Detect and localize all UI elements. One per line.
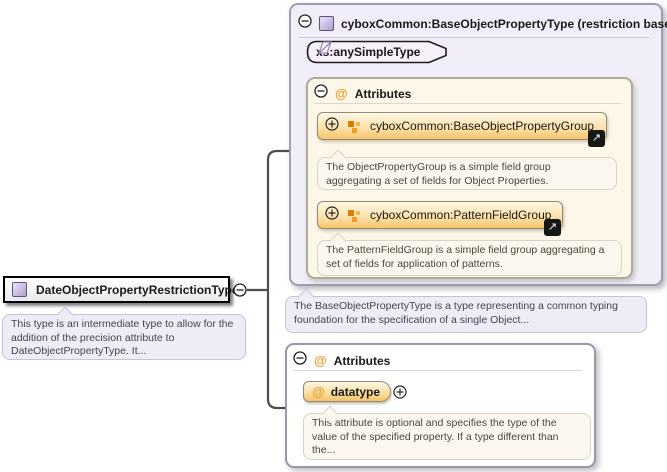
local-attributes-panel: @ Attributes @ datatype This attribute i… [285, 343, 596, 468]
attribute-group-node[interactable]: cyboxCommon:BaseObjectPropertyGroup ↗ [317, 112, 607, 146]
root-type-node[interactable]: DateObjectPropertyRestrictionType [3, 276, 239, 303]
attribute-group-node[interactable]: cyboxCommon:PatternFieldGroup ↗ [317, 201, 563, 235]
separator [314, 103, 621, 104]
attribute-at-icon: @ [314, 353, 327, 368]
attribute-group-icon [348, 209, 361, 222]
attributes-title: Attributes [354, 86, 412, 101]
root-annotation-text: This type is an intermediate type to all… [11, 318, 234, 357]
root-annotation-bubble: This type is an intermediate type to all… [2, 306, 246, 360]
external-link-icon[interactable]: ↗ [545, 220, 560, 235]
root-type-label: DateObjectPropertyRestrictionType [36, 282, 239, 297]
separator [293, 370, 582, 371]
attribute-annotation-bubble: This attribute is optional and specifies… [303, 405, 591, 460]
expand-toggle-icon[interactable] [325, 116, 339, 136]
simple-type-icon [318, 41, 332, 54]
attribute-at-icon: @ [335, 86, 348, 101]
separator [299, 37, 649, 38]
collapse-toggle-icon[interactable] [293, 351, 307, 370]
complex-type-icon [12, 282, 27, 297]
simple-type-shape [306, 40, 447, 64]
base-attributes-panel: @ Attributes cyboxCommon:BaseObjectPrope… [306, 77, 633, 279]
attributes-header: @ Attributes [314, 84, 411, 103]
collapse-toggle-icon[interactable] [298, 14, 312, 33]
attribute-annotation-text: This attribute is optional and specifies… [312, 417, 559, 456]
base-annotation-text: The BaseObjectPropertyType is a type rep… [294, 300, 618, 326]
collapse-toggle-icon[interactable] [233, 283, 247, 297]
external-link-icon[interactable]: ↗ [589, 131, 604, 146]
collapse-toggle-icon[interactable] [314, 84, 328, 103]
base-type-title: cyboxCommon:BaseObjectPropertyType (rest… [341, 16, 667, 31]
group-annotation-text: The PatternFieldGroup is a simple field … [326, 244, 605, 270]
expand-toggle-icon[interactable] [393, 385, 407, 399]
group-annotation-text: The ObjectPropertyGroup is a simple fiel… [326, 161, 551, 187]
attribute-node[interactable]: @ datatype [303, 381, 392, 402]
attribute-at-icon: @ [312, 384, 325, 399]
attribute-group-icon [348, 120, 361, 133]
simple-type-label: xs:anySimpleType [316, 45, 421, 59]
attribute-group-label: cyboxCommon:PatternFieldGroup [370, 208, 552, 222]
complex-type-icon [319, 16, 334, 31]
simple-type-node[interactable]: xs:anySimpleType [306, 40, 448, 64]
base-annotation-bubble: The BaseObjectPropertyType is a type rep… [285, 288, 647, 333]
group-annotation-bubble: The PatternFieldGroup is a simple field … [317, 232, 622, 276]
attributes-header: @ Attributes [293, 351, 390, 370]
expand-toggle-icon[interactable] [325, 205, 339, 225]
base-type-panel: cyboxCommon:BaseObjectPropertyType (rest… [289, 3, 667, 286]
group-annotation-bubble: The ObjectPropertyGroup is a simple fiel… [317, 149, 617, 190]
attribute-name-label: datatype [330, 384, 381, 399]
attributes-title: Attributes [333, 353, 391, 368]
attribute-group-label: cyboxCommon:BaseObjectPropertyGroup [370, 119, 595, 133]
base-type-header: cyboxCommon:BaseObjectPropertyType (rest… [298, 14, 667, 33]
